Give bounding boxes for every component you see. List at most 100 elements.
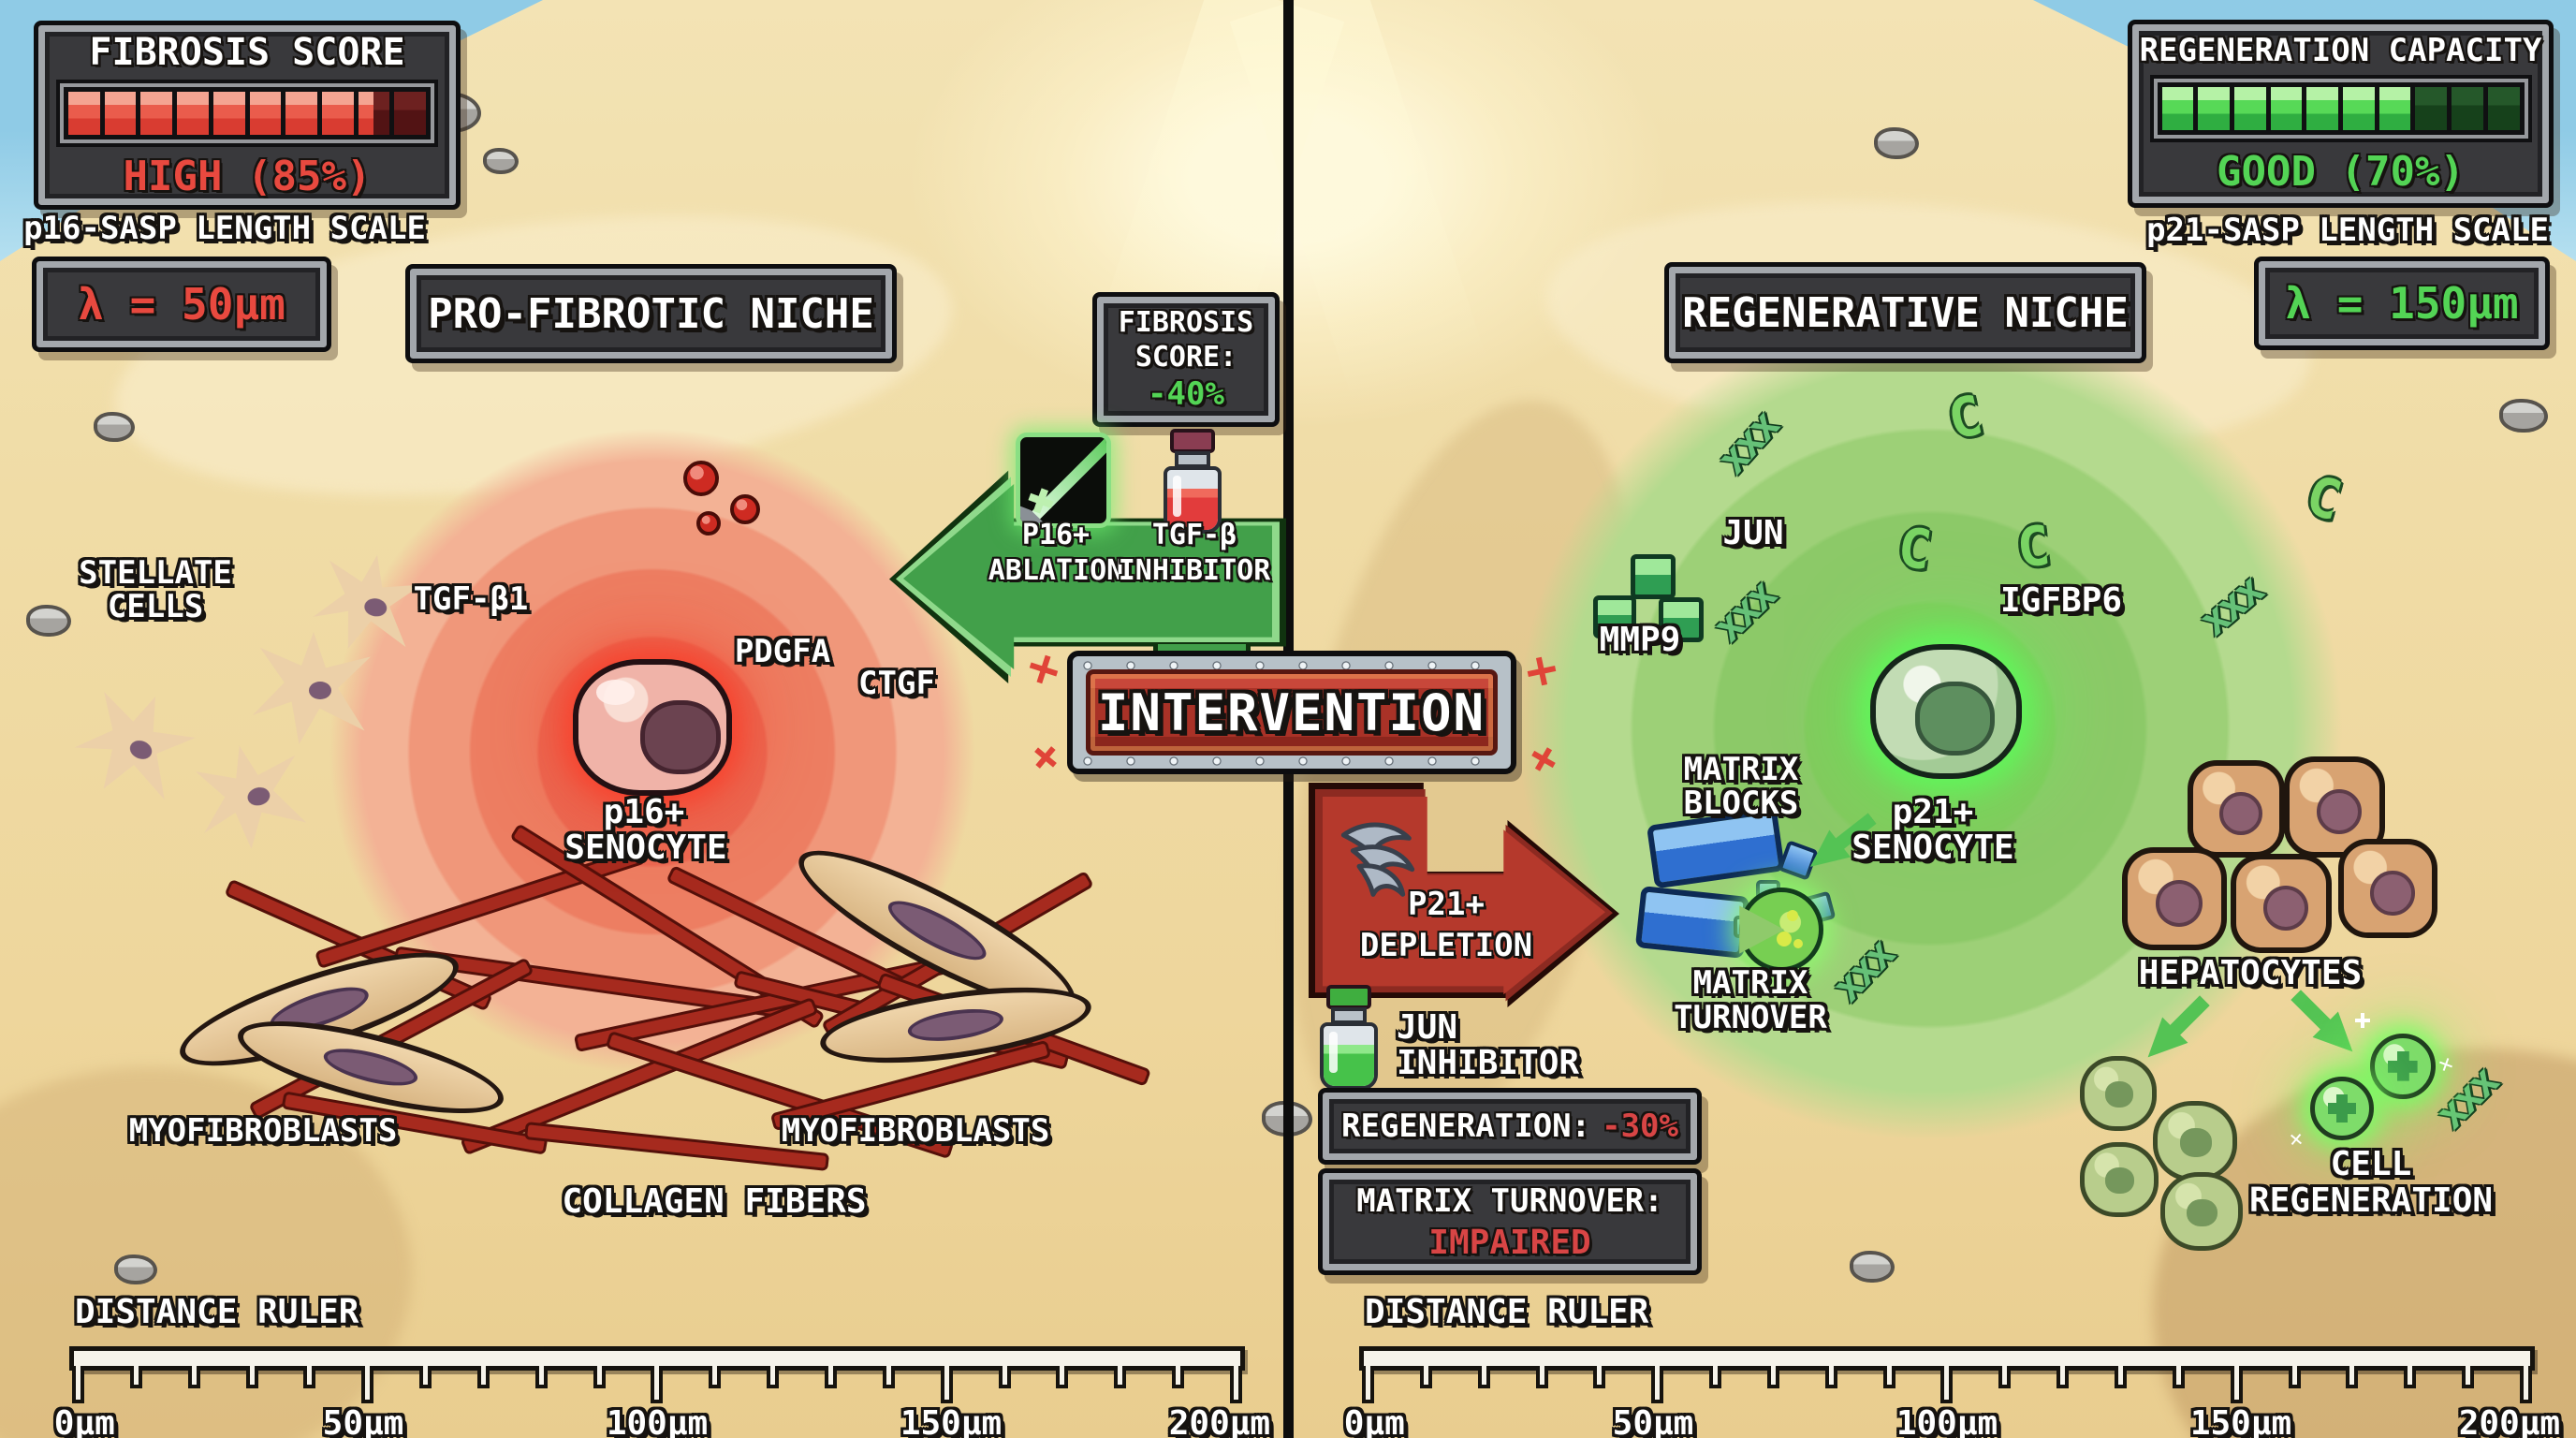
regenerative-niche-title: REGENERATIVE NICHE (1664, 262, 2146, 363)
p21-sasp-length-scale-label: p21-SASP LENGTH SCALE (2146, 212, 2549, 249)
rock (1850, 1251, 1895, 1283)
ruler-tick (361, 1366, 374, 1403)
p21-depletion-label: P21+ (1408, 886, 1485, 923)
laser-ablation-icon (1016, 433, 1111, 528)
pdgfa-dot (683, 461, 719, 496)
cell-regeneration-label: REGENERATION (2248, 1181, 2494, 1220)
ruler-tick (1709, 1366, 1722, 1388)
matrix-turnover-status-panel: MATRIX TURNOVER: IMPAIRED (1318, 1168, 1702, 1275)
jun-inhibitor-label: JUN (1397, 1008, 1458, 1047)
meter-segment (2306, 87, 2339, 130)
mmp9-cube-icon (1593, 595, 1636, 638)
ruler-tick (1998, 1366, 2012, 1388)
meter-segment (212, 91, 245, 135)
ruler-tick-label: 0μm (53, 1404, 115, 1438)
mmp9-cube-icon (1631, 554, 1676, 599)
p16-lambda-panel: λ = 50μm (32, 257, 331, 352)
meter-segment (68, 91, 100, 135)
meter-segment (358, 91, 390, 135)
jun-inhibitor-vial-icon (1320, 985, 1378, 1090)
ruler-tick (998, 1366, 1011, 1388)
ruler-tick-label: 200μm (2458, 1404, 2561, 1438)
stellate-cells-label: STELLATE (79, 554, 232, 592)
fibrosis-score-status: HIGH (85%) (123, 152, 372, 200)
meter-segment (249, 91, 282, 135)
meter-segment (2270, 87, 2303, 130)
pdgfa-dot (730, 494, 760, 524)
matrix-block (1634, 886, 1750, 959)
sparkle-icon (2355, 1013, 2370, 1028)
ruler-tick (2404, 1366, 2417, 1388)
sparkle-icon (1029, 741, 1063, 775)
meter-segment (140, 91, 173, 135)
ruler-tick (824, 1366, 837, 1388)
meter-segment (2161, 87, 2194, 130)
p21-senocyte-cell (1870, 644, 2022, 779)
regeneration-capacity-panel: REGENERATION CAPACITY GOOD (70%) (2128, 20, 2554, 208)
ruler-tick-label: 150μm (900, 1404, 1003, 1438)
ruler-tick-label: 50μm (1612, 1404, 1694, 1438)
claw-icon (1340, 822, 1415, 897)
ruler-tick (2519, 1366, 2532, 1403)
ruler-title: DISTANCE RULER (1365, 1293, 1649, 1331)
igfbp6-label: IGFBP6 (1999, 581, 2123, 620)
ruler-tick (2288, 1366, 2301, 1388)
ruler-tick (1477, 1366, 1490, 1388)
ruler-tick (1824, 1366, 1837, 1388)
rock (483, 148, 519, 174)
p21-lambda-value: λ = 150μm (2285, 278, 2519, 329)
tgfb-inhibitor-label: TGF-β (1151, 519, 1237, 551)
ruler-tick (476, 1366, 490, 1388)
rock (2499, 399, 2548, 433)
pale-cell (2080, 1142, 2159, 1217)
ruler-tick (2346, 1366, 2359, 1388)
mmp9-cube-icon (1659, 597, 1704, 642)
tgfb-inhibitor-vial-icon (1164, 429, 1222, 534)
regenerated-cell (2370, 1034, 2436, 1099)
pale-cell (2160, 1172, 2243, 1251)
meter-segment (2343, 87, 2375, 130)
ruler-tick (1114, 1366, 1127, 1388)
rock (114, 1255, 157, 1284)
fibrosis-score-panel: FIBROSIS SCORE HIGH (85%) (34, 21, 461, 210)
ruler-tick (1766, 1366, 1779, 1388)
p16-senocyte-label: p16+ (603, 793, 685, 831)
regeneration-status-panel: REGENERATION: -30% (1318, 1088, 1702, 1165)
pro-fibrotic-niche-title: PRO-FIBROTIC NICHE (405, 264, 897, 363)
ruler-tick-label: 50μm (322, 1404, 404, 1438)
ruler-tick (1940, 1366, 1954, 1403)
ruler-tick (1535, 1366, 1548, 1388)
ruler-tick (1229, 1366, 1242, 1403)
ctgf-label: CTGF (858, 665, 935, 702)
ruler-tick (767, 1366, 780, 1388)
ruler-tick (1172, 1366, 1185, 1388)
meter-segment (2233, 87, 2266, 130)
ruler-title: DISTANCE RULER (75, 1293, 359, 1331)
ruler-tick (651, 1366, 664, 1403)
hepatocytes-label: HEPATOCYTES (2138, 954, 2363, 992)
ruler-tick (1362, 1366, 1374, 1403)
p16-senocyte-cell (573, 659, 732, 796)
depletion-arrow-right (1309, 783, 1619, 1017)
stellate-cell (185, 732, 317, 858)
stellate-cells-label: CELLS (107, 588, 204, 625)
hepatocyte-cell (2338, 839, 2437, 938)
regeneration-capacity-status: GOOD (70%) (2217, 148, 2465, 196)
p16-sasp-length-scale-label: p16-SASP LENGTH SCALE (23, 210, 426, 247)
ruler-tick (1593, 1366, 1606, 1388)
pale-cell (2080, 1056, 2157, 1131)
meter-segment (2487, 87, 2520, 130)
regenerated-cell (2310, 1077, 2374, 1140)
cell-nucleus (640, 699, 722, 775)
ruler-ticks (72, 1366, 1242, 1403)
collagen-fibers-label: COLLAGEN FIBERS (562, 1182, 867, 1221)
meter-segment (2452, 87, 2483, 130)
hepatocyte-cell (2231, 854, 2332, 953)
ruler-tick (882, 1366, 895, 1388)
sparkle-icon (1525, 654, 1559, 688)
ruler-tick-label: 200μm (1168, 1404, 1271, 1438)
hepatocyte-cell (2122, 847, 2227, 950)
meter-segment (285, 91, 317, 135)
meter-segment (394, 91, 427, 135)
regeneration-capacity-title: REGENERATION CAPACITY (2139, 32, 2542, 69)
